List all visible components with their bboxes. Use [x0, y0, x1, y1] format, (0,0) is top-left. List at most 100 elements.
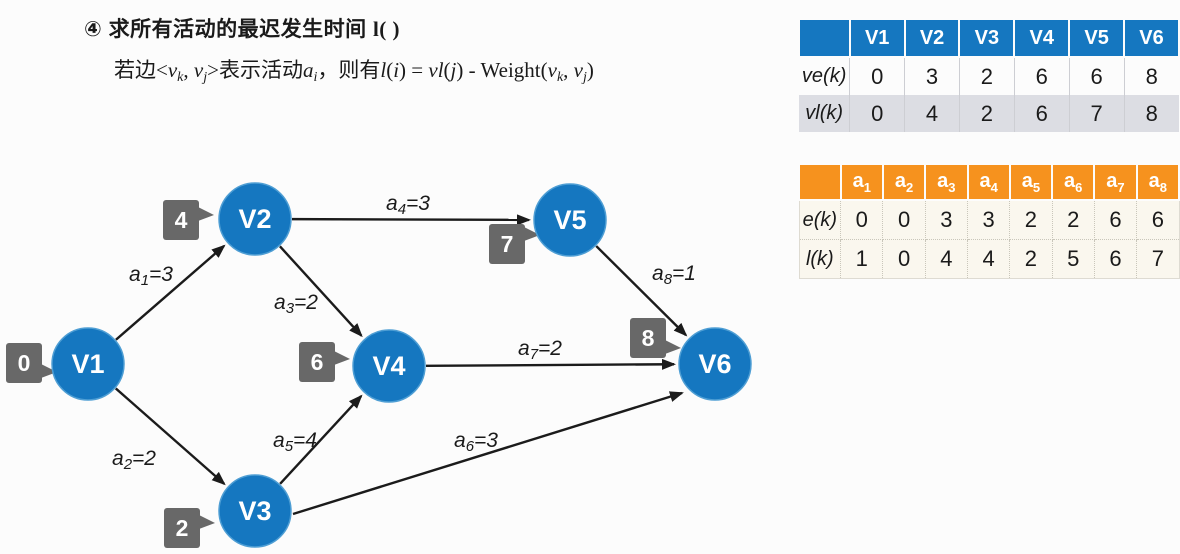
badge-box — [489, 224, 525, 264]
value-cell: 2 — [1009, 239, 1053, 279]
row-label: e(k) — [798, 199, 842, 240]
formula-segment: j — [203, 70, 208, 85]
badge-pointer — [41, 364, 57, 378]
value-cell: 0 — [849, 95, 905, 132]
formula-segment: vl — [428, 58, 444, 82]
node-circle — [218, 474, 292, 548]
header-cell: a6 — [1051, 163, 1096, 201]
edge-arrow — [291, 214, 532, 226]
node-label: V2 — [238, 204, 271, 234]
node-V4: V4 — [352, 329, 426, 403]
formula-segment: k — [556, 70, 564, 85]
value-cell: 3 — [924, 199, 969, 240]
header-cell: a5 — [1008, 163, 1054, 201]
formula-segment: k — [177, 70, 184, 85]
value-cell: 4 — [966, 239, 1011, 279]
formula-segment: i — [313, 70, 318, 85]
formula-segment: ( — [386, 58, 394, 82]
node-circle — [218, 182, 292, 256]
edge-arrow — [115, 244, 226, 341]
formula-segment: l — [380, 58, 387, 82]
badge-pointer — [334, 351, 350, 365]
value-cell: 6 — [1136, 199, 1180, 240]
formula-segment: , — [183, 58, 194, 82]
formula-segment: i — [393, 58, 400, 82]
header-cell: a7 — [1093, 163, 1138, 201]
header-subscript: 8 — [1159, 179, 1167, 195]
badge-value: 4 — [175, 207, 188, 233]
header-cell: V4 — [1013, 18, 1071, 58]
node-V1: V1 — [51, 327, 125, 401]
edge-arrow — [425, 358, 677, 370]
badge-value: 0 — [18, 350, 31, 376]
value-cell: 7 — [1068, 95, 1125, 132]
header-cell: V1 — [848, 18, 906, 58]
formula-segment: ( — [443, 58, 451, 82]
edge-arrow — [114, 387, 226, 486]
formula-segment: > — [207, 58, 219, 82]
header-cell: a1 — [839, 163, 884, 201]
edge-a7: a7=2 — [425, 337, 677, 370]
badge-value: 7 — [501, 231, 514, 257]
formula-segment: ) = — [399, 58, 429, 82]
node-V3: V3 — [218, 474, 292, 548]
node-label: V6 — [698, 349, 731, 379]
value-cell: 3 — [966, 199, 1011, 240]
edge-arrow — [279, 245, 363, 338]
formula-segment: v — [573, 58, 583, 82]
edge-arrow — [292, 391, 684, 516]
node-V2: V2 — [218, 182, 292, 256]
header-cell: V5 — [1068, 18, 1126, 58]
badge-value: 8 — [642, 325, 655, 351]
node-circle — [678, 327, 752, 401]
value-cell: 4 — [904, 95, 960, 132]
badge-box — [163, 200, 199, 240]
edge-label: a3=2 — [274, 291, 318, 317]
vl-badge-V2: 4 — [163, 200, 214, 240]
edge-a4: a4=3 — [291, 192, 532, 226]
value-cell: 8 — [1123, 95, 1179, 132]
header-subscript: 2 — [906, 179, 914, 195]
formula-segment: j — [582, 70, 587, 85]
value-cell: 2 — [958, 95, 1015, 132]
header-cell — [798, 163, 842, 201]
badge-box — [299, 342, 335, 382]
edge-arrow — [279, 394, 363, 485]
row-label: ve(k) — [801, 65, 847, 87]
edge-a3: a3=2 — [274, 245, 363, 338]
edge-label: a2=2 — [112, 447, 156, 473]
edge-a6: a6=3 — [292, 391, 684, 516]
badge-pointer — [199, 515, 215, 529]
formula-segment: v — [193, 58, 204, 82]
value-cell: 3 — [904, 57, 960, 95]
node-circle — [352, 329, 426, 403]
value-cell: 6 — [1013, 57, 1070, 95]
edge-label: a5=4 — [273, 429, 317, 455]
value-cell: 5 — [1051, 239, 1095, 279]
badge-box — [6, 343, 42, 383]
formula-segment: a — [302, 58, 314, 82]
edge-label: a6=3 — [454, 429, 498, 455]
edge-a2: a2=2 — [112, 387, 226, 486]
node-label: V3 — [238, 496, 271, 526]
value-cell: 6 — [1093, 239, 1138, 279]
page-title: ④ 求所有活动的最迟发生时间 l( ) — [84, 13, 400, 43]
header-cell: V6 — [1123, 18, 1180, 58]
badge-box — [630, 318, 666, 358]
vl-badge-V4: 6 — [299, 342, 350, 382]
edge-label: a1=3 — [129, 263, 173, 289]
node-V6: V6 — [678, 327, 752, 401]
value-cell: 2 — [1009, 199, 1053, 240]
node-label: V4 — [372, 351, 405, 381]
formula-segment: ) - Weight( — [456, 58, 548, 82]
header-cell: a4 — [966, 163, 1011, 201]
vl-badge-V1: 0 — [6, 343, 57, 383]
value-cell: 2 — [958, 57, 1015, 95]
value-cell: 6 — [1013, 95, 1070, 132]
formula: 若边<vk, vj>表示活动ai，则有l(i) = vl(j) - Weight… — [114, 54, 594, 86]
edge-label: a8=1 — [652, 262, 696, 288]
